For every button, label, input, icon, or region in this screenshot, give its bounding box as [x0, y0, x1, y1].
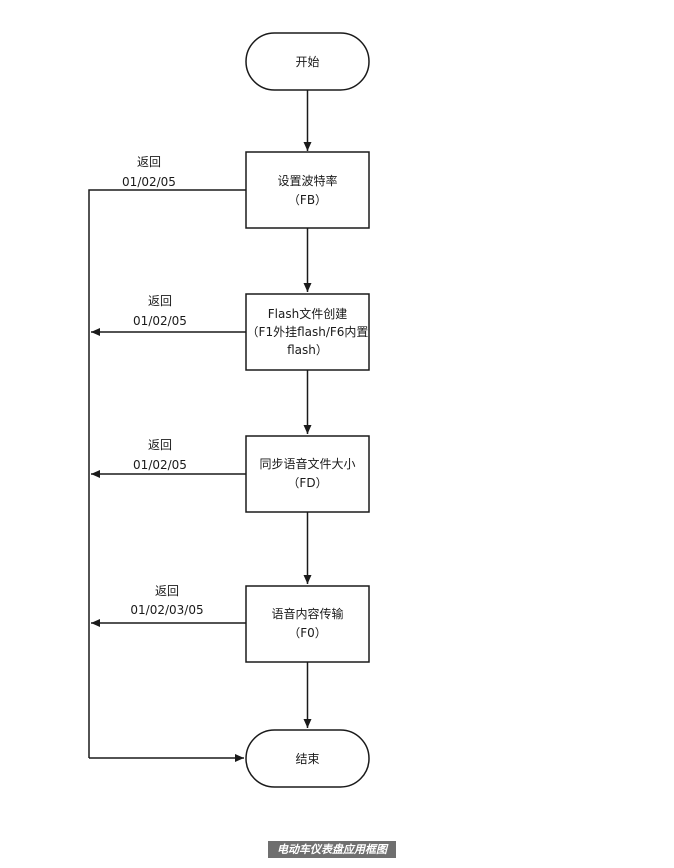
- flash-create-label: Flash文件创建: [268, 306, 347, 321]
- transfer-label: 语音内容传输: [271, 606, 343, 621]
- set-baud-box: [245, 151, 370, 229]
- set-baud-code: （FB）: [288, 193, 327, 207]
- flash-create-detail: （F1外挂flash/F6内置: [247, 325, 369, 339]
- watermark-caption: 电动车仪表盘应用框图: [268, 841, 396, 858]
- return-label-2: 返回: [148, 294, 172, 308]
- return-codes-4: 01/02/03/05: [130, 603, 203, 617]
- flash-create-detail-2: flash）: [287, 343, 328, 357]
- return-codes-1: 01/02/05: [122, 175, 176, 189]
- return-codes-2: 01/02/05: [133, 314, 187, 328]
- return-label-3: 返回: [148, 438, 172, 452]
- sync-size-box: [245, 435, 370, 513]
- transfer-code: （F0）: [288, 626, 327, 640]
- set-baud-label: 设置波特率: [277, 173, 337, 188]
- return-codes-3: 01/02/05: [133, 458, 187, 472]
- return-line-baud: [88, 189, 246, 758]
- sync-size-code: （FD）: [287, 476, 327, 490]
- transfer-box: [245, 585, 370, 663]
- start-label: 开始: [295, 55, 319, 69]
- return-label-1: 返回: [137, 155, 161, 169]
- end-label: 结束: [295, 752, 319, 766]
- return-label-4: 返回: [155, 584, 179, 598]
- sync-size-label: 同步语音文件大小: [259, 456, 355, 471]
- flash-create-box: [245, 293, 370, 371]
- end-terminal: [245, 729, 370, 788]
